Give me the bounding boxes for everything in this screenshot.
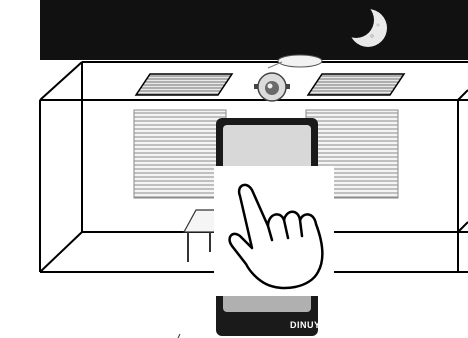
skylight-left (134, 73, 234, 96)
night-sky (40, 0, 468, 60)
ceiling-light-icon (267, 54, 323, 69)
pointing-hand-icon (228, 183, 324, 290)
device-brand: DINUY (290, 320, 321, 330)
moon-icon (338, 2, 387, 47)
blind-left (133, 109, 227, 199)
motion-sensor-icon (254, 72, 290, 102)
floor-mark (177, 333, 181, 338)
skylight-right (306, 73, 406, 96)
